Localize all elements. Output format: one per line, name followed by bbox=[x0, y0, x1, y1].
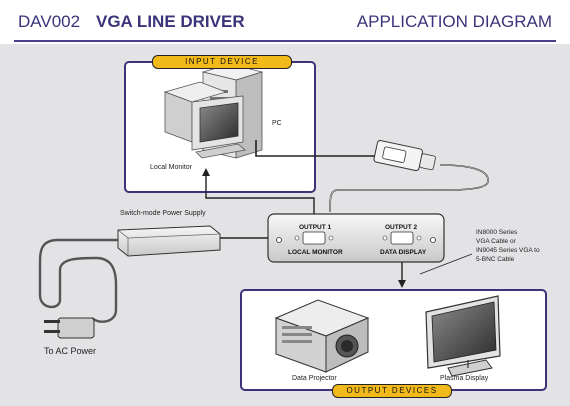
output-devices-tag: OUTPUT DEVICES bbox=[332, 384, 452, 398]
vga-cable-inner bbox=[329, 164, 489, 213]
power-supply-label: Switch-mode Power Supply bbox=[120, 210, 206, 217]
output2-arrow bbox=[398, 280, 406, 288]
pc-cable bbox=[255, 140, 378, 157]
plasma-display bbox=[425, 295, 501, 377]
data-projector-label: Data Projector bbox=[292, 375, 337, 382]
ac-plug bbox=[44, 317, 95, 339]
power-supply bbox=[117, 225, 221, 257]
header-rule bbox=[14, 40, 556, 42]
output2-label: OUTPUT 2 bbox=[385, 224, 418, 231]
model-number: DAV002 bbox=[18, 12, 81, 31]
ac-power-label: To AC Power bbox=[44, 346, 97, 356]
local-monitor-label: Local Monitor bbox=[150, 164, 193, 171]
local-monitor bbox=[163, 81, 246, 159]
ac-cord bbox=[38, 238, 118, 323]
output1-sub-label: LOCAL MONITOR bbox=[288, 249, 343, 256]
vga-cable bbox=[329, 164, 489, 213]
cable-note-line4: 5-BNC Cable bbox=[476, 256, 515, 263]
cable-note-line2: VGA Cable or bbox=[476, 238, 516, 245]
vga-line-driver bbox=[267, 213, 445, 263]
vga-connector bbox=[373, 140, 436, 172]
diagram-title: APPLICATION DIAGRAM bbox=[356, 12, 552, 31]
header-bar: DAV002 VGA LINE DRIVER APPLICATION DIAGR… bbox=[0, 0, 570, 44]
cable-note-line3: IN9045 Series VGA to bbox=[476, 247, 540, 254]
output1-label: OUTPUT 1 bbox=[299, 224, 332, 231]
cable-note-leader bbox=[419, 253, 473, 275]
pc-label: PC bbox=[272, 120, 282, 127]
cable-note-line1: IN8000 Series bbox=[476, 229, 518, 236]
output2-sub-label: DATA DISPLAY bbox=[380, 249, 427, 256]
output1-cable bbox=[205, 174, 315, 228]
input-device-tag: INPUT DEVICE bbox=[152, 55, 292, 69]
product-name: VGA LINE DRIVER bbox=[96, 12, 245, 31]
cable-note: IN8000 Series VGA Cable or IN9045 Series… bbox=[476, 228, 540, 264]
output1-arrow bbox=[202, 168, 210, 176]
plasma-display-label: Plasma Display bbox=[440, 375, 489, 382]
data-projector bbox=[274, 299, 370, 373]
